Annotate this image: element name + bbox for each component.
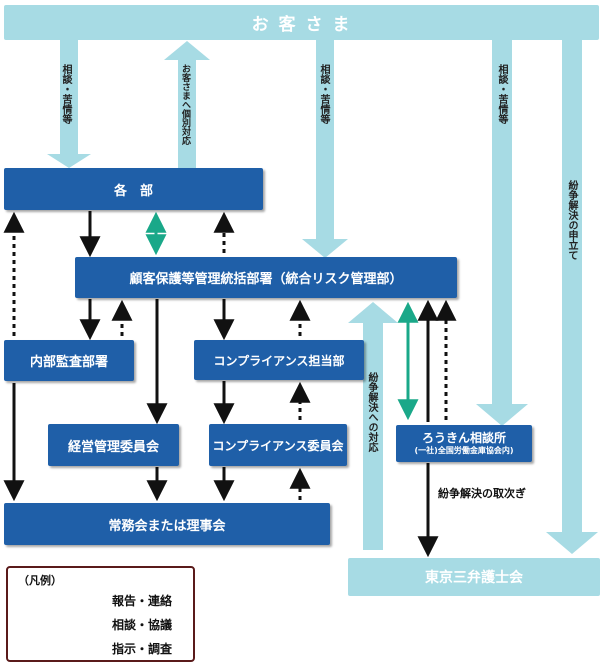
compliance-committee-label: コンプライアンス委員会 [212,438,344,453]
hq-box: 顧客保護等管理統括部署（統合リスク管理部） [75,257,457,298]
compliance-officer-box: コンプライアンス担当部 [194,340,364,380]
board-label: 常務会または理事会 [108,518,226,534]
rokin-box: ろうきん相談所 (一社)全国労働金庫協会内) [396,425,532,462]
rokin-label-line1: ろうきん相談所 [421,431,506,445]
light-arrow-customer-to-rokin [476,40,528,426]
rokin-label-line2: (一社)全国労働金庫協会内) [414,445,514,455]
label-dispute-forward: 紛争解決の取次ぎ [438,487,526,500]
departments-box: 各 部 [4,168,263,210]
legend-consult-label: 相談・協議 [112,618,173,632]
light-arrow-customer-to-bar [546,40,598,554]
legend-instruct-label: 指示・調査 [112,642,173,656]
management-committee-label: 経営管理委員会 [67,439,159,455]
light-arrow-bar-to-hq [348,302,398,550]
hq-label: 顧客保護等管理統括部署（統合リスク管理部） [129,272,403,287]
board-box: 常務会または理事会 [4,503,330,545]
customer-label: お 客 さ ま [251,15,352,35]
bar-association-label: 東京三弁護士会 [425,570,523,586]
light-arrow-customer-to-departments [47,40,91,168]
customer-box: お 客 さ ま [4,5,599,40]
label-consult-2: 相談・苦情等 [318,64,329,124]
label-dispute-response: 紛争解決への対応 [366,372,377,452]
light-arrow-customer-to-hq [302,40,348,258]
label-individual-response: お客さまへ個別対応 [180,64,190,145]
audit-label: 内部監査部署 [29,355,108,370]
label-consult-3: 相談・苦情等 [496,64,507,124]
audit-box: 内部監査部署 [4,340,134,381]
management-committee-box: 経営管理委員会 [48,424,179,466]
legend-report-label: 報告・連絡 [112,594,173,608]
legend-title: （凡例） [18,574,62,587]
label-dispute-application: 紛争解決の申立て [566,180,577,260]
compliance-officer-label: コンプライアンス担当部 [213,353,345,368]
legend: （凡例） 報告・連絡 相談・協議 指示・調査 [6,566,195,662]
compliance-committee-box: コンプライアンス委員会 [209,424,347,466]
light-arrow-departments-to-customer [164,41,210,168]
departments-label: 各 部 [113,183,153,199]
bar-association-box: 東京三弁護士会 [348,558,600,596]
label-consult-1: 相談・苦情等 [60,64,71,124]
